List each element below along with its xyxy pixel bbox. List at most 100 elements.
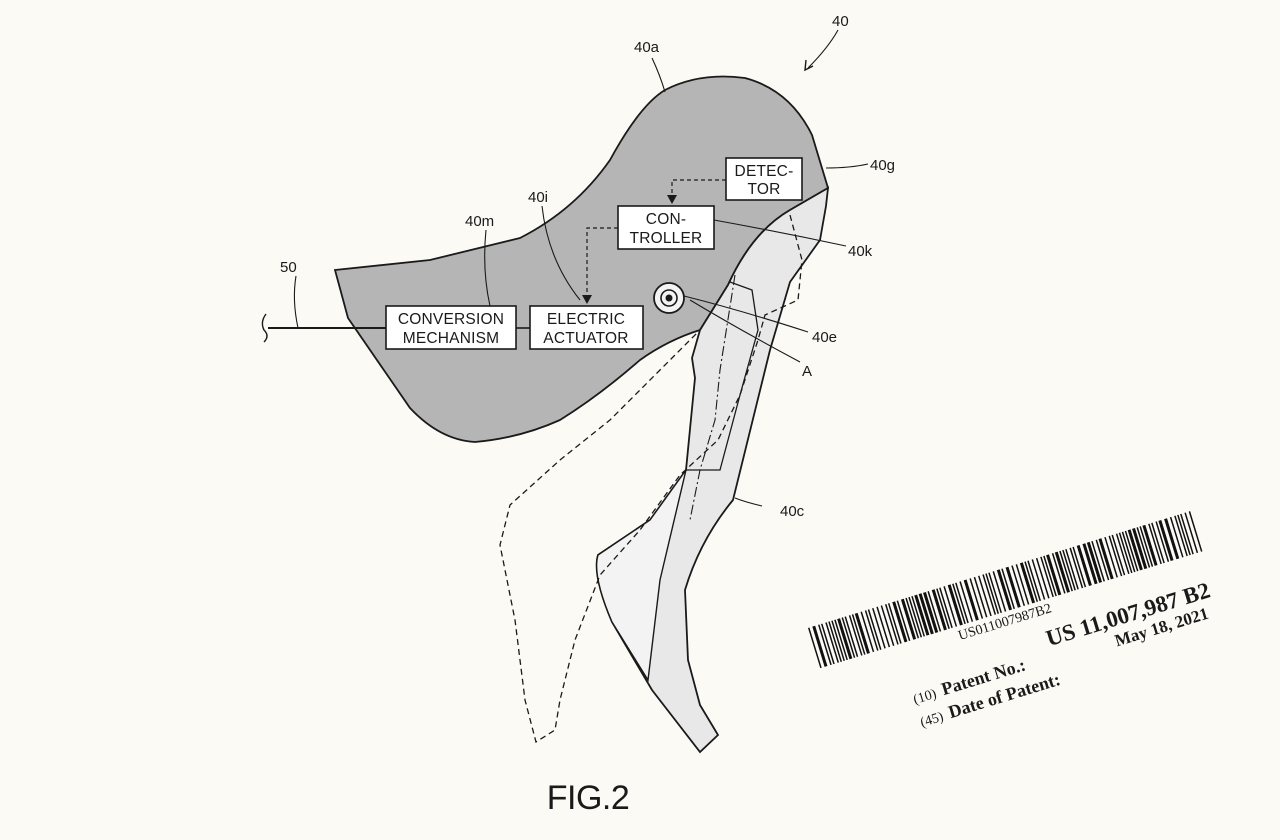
barcode-bar — [1169, 516, 1184, 558]
barcode-bar — [905, 597, 920, 639]
barcode-bar — [1184, 512, 1199, 554]
barcode-bar — [931, 589, 947, 631]
barcode-bar — [1121, 531, 1136, 573]
arrowhead — [667, 195, 677, 204]
barcode-bar — [867, 609, 882, 650]
barcode-bar — [887, 603, 902, 644]
ref-40i: 40i — [528, 189, 548, 206]
barcode-bar — [1111, 534, 1126, 576]
ref-40a: 40a — [634, 39, 660, 56]
barcode-bar — [918, 593, 934, 635]
barcode-bar — [943, 586, 958, 627]
barcode-bar — [939, 587, 953, 629]
barcode-bar — [1031, 559, 1046, 600]
patent-stamp: US011007987B2 (10) Patent No.: US 11,007… — [808, 511, 1213, 731]
barcode-bar — [1124, 530, 1139, 572]
barcode-bar — [1024, 561, 1039, 603]
barcode-bar — [1158, 519, 1174, 562]
barcode — [808, 511, 1203, 669]
barcode-bar — [1005, 566, 1021, 608]
conversion-box: CONVERSION MECHANISM — [385, 305, 517, 350]
detector-label-2: TOR — [747, 181, 780, 198]
barcode-bar — [841, 617, 856, 658]
barcode-bar — [1118, 532, 1133, 574]
pivot-axis-line — [689, 274, 736, 521]
barcode-bar — [1065, 548, 1079, 590]
barcode-bar — [1076, 544, 1092, 587]
conversion-label-1: CONVERSION — [398, 311, 504, 328]
barcode-bar — [1086, 541, 1103, 583]
lever-inner-panel — [595, 469, 687, 683]
barcode-bar — [864, 610, 879, 651]
barcode-bar — [952, 583, 966, 625]
barcode-bar — [1132, 528, 1148, 570]
barcode-bar — [896, 600, 911, 642]
barcode-bar — [1104, 536, 1118, 578]
barcode-bar — [1011, 565, 1026, 607]
barcode-bar — [1072, 546, 1087, 588]
barcode-bar — [927, 591, 942, 632]
barcode-bar — [982, 574, 997, 615]
barcode-bar — [837, 618, 853, 660]
figure-title: FIG.2 — [547, 779, 630, 817]
barcode-bar — [996, 569, 1013, 611]
barcode-bar — [963, 579, 979, 621]
ref-40g: 40g — [870, 157, 895, 174]
ref-40: 40 — [832, 13, 849, 30]
ref-a: A — [802, 363, 812, 380]
barcode-bar — [848, 615, 863, 656]
barcode-bar — [1148, 523, 1162, 565]
barcode-bar — [1059, 550, 1073, 592]
barcode-bar — [1115, 533, 1130, 575]
barcode-bar — [936, 588, 950, 629]
barcode-bar — [1177, 514, 1191, 556]
barcode-bar — [1108, 535, 1123, 577]
leader-lines — [293, 29, 869, 507]
lever-edge-line — [686, 281, 759, 471]
ref-50: 50 — [280, 259, 297, 276]
barcode-bar — [1062, 549, 1076, 591]
barcode-bar — [955, 582, 969, 624]
barcode-bar — [1001, 568, 1015, 610]
controller-label-2: TROLLER — [630, 230, 703, 247]
arrowhead — [582, 295, 592, 304]
barcode-bar — [884, 604, 899, 645]
barcode-bar — [1174, 515, 1188, 557]
barcode-bar — [1155, 521, 1170, 562]
patent-date-code: (45) — [919, 710, 946, 731]
barcode-bar — [812, 625, 828, 667]
barcode-bar — [1019, 562, 1036, 604]
barcode-bar — [825, 622, 840, 663]
barcode-bar — [892, 601, 908, 643]
barcode-bar — [969, 578, 984, 619]
barcode-bar — [988, 572, 1002, 614]
barcode-bar — [1069, 547, 1084, 589]
barcode-bar — [1046, 554, 1062, 596]
barcode-bar — [1188, 511, 1203, 552]
barcode-bar — [1051, 553, 1066, 594]
barcode-bar — [1082, 543, 1098, 585]
controller-box: CON- TROLLER — [617, 205, 715, 250]
ref-40k: 40k — [848, 243, 873, 260]
ref-40e: 40e — [812, 329, 837, 346]
ref-40c: 40c — [780, 503, 805, 520]
barcode-bar — [828, 621, 842, 662]
barcode-bar — [860, 611, 875, 653]
barcode-bar — [876, 606, 891, 648]
barcode-bar — [834, 619, 848, 661]
barcode-bar — [947, 584, 963, 626]
barcode-bar — [959, 581, 974, 622]
barcode-bar — [1142, 524, 1158, 566]
barcode-bar — [911, 595, 925, 637]
barcode-bar — [1035, 557, 1050, 599]
ref-40m: 40m — [465, 213, 494, 230]
barcode-bar — [872, 607, 886, 649]
barcode-bar — [1151, 522, 1165, 564]
controller-label-1: CON- — [646, 211, 686, 228]
barcode-bar — [821, 623, 835, 665]
barcode-bar — [1139, 526, 1154, 567]
barcode-bar — [900, 598, 917, 640]
detector-label-1: DETEC- — [735, 163, 794, 180]
barcode-bar — [1164, 518, 1180, 560]
barcode-bar — [831, 620, 845, 662]
